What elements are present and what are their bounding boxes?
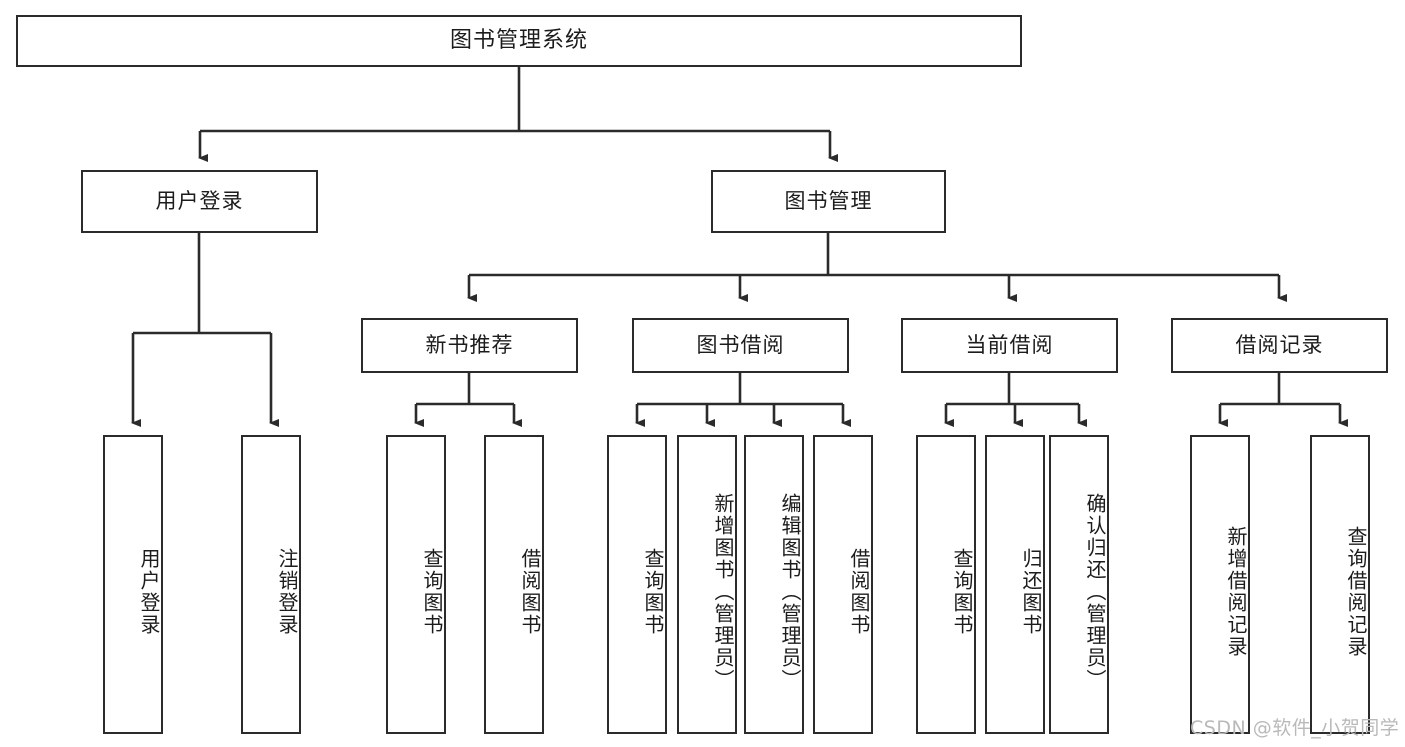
- node-confirm-return-admin-label: 确认归还（管理员）: [1083, 492, 1107, 691]
- node-edit-book-admin-label: 编辑图书（管理员）: [778, 492, 802, 691]
- node-book-borrow-label: 图书借阅: [696, 332, 785, 357]
- node-borrow-record-label: 借阅记录: [1235, 332, 1324, 357]
- node-user-logout[interactable]: 注销登录: [241, 435, 301, 734]
- node-current-borrow-label: 当前借阅: [965, 332, 1054, 357]
- node-query-borrow-record[interactable]: 查询借阅记录: [1310, 435, 1370, 734]
- node-borrow-book-1[interactable]: 借阅图书: [484, 435, 544, 734]
- node-current-borrow[interactable]: 当前借阅: [901, 318, 1118, 373]
- node-return-book-label: 归还图书: [1019, 547, 1043, 636]
- node-book-manage[interactable]: 图书管理: [711, 170, 946, 233]
- node-book-manage-label: 图书管理: [784, 188, 873, 213]
- node-user-logout-label: 注销登录: [275, 547, 299, 636]
- node-user-login-do-label: 用户登录: [137, 547, 161, 636]
- node-root-label: 图书管理系统: [449, 27, 588, 53]
- node-query-book-2[interactable]: 查询图书: [607, 435, 667, 734]
- node-query-borrow-record-label: 查询借阅记录: [1344, 525, 1368, 658]
- node-user-login-label: 用户登录: [155, 188, 244, 213]
- node-add-borrow-record[interactable]: 新增借阅记录: [1190, 435, 1250, 734]
- node-add-book-admin[interactable]: 新增图书（管理员）: [677, 435, 737, 734]
- node-return-book[interactable]: 归还图书: [985, 435, 1045, 734]
- node-new-book-recommend[interactable]: 新书推荐: [361, 318, 578, 373]
- node-root[interactable]: 图书管理系统: [16, 15, 1022, 67]
- node-borrow-book-1-label: 借阅图书: [518, 547, 542, 636]
- node-query-book-3[interactable]: 查询图书: [916, 435, 976, 734]
- node-query-book-3-label: 查询图书: [950, 547, 974, 636]
- node-user-login[interactable]: 用户登录: [81, 170, 318, 233]
- node-borrow-book-2-label: 借阅图书: [847, 547, 871, 636]
- node-add-book-admin-label: 新增图书（管理员）: [711, 492, 735, 691]
- node-query-book-1[interactable]: 查询图书: [386, 435, 446, 734]
- node-edit-book-admin[interactable]: 编辑图书（管理员）: [744, 435, 804, 734]
- node-borrow-book-2[interactable]: 借阅图书: [813, 435, 873, 734]
- node-borrow-record[interactable]: 借阅记录: [1171, 318, 1388, 373]
- node-query-book-2-label: 查询图书: [641, 547, 665, 636]
- node-add-borrow-record-label: 新增借阅记录: [1224, 525, 1248, 658]
- node-user-login-do[interactable]: 用户登录: [103, 435, 163, 734]
- node-new-book-recommend-label: 新书推荐: [425, 332, 514, 357]
- node-confirm-return-admin[interactable]: 确认归还（管理员）: [1049, 435, 1109, 734]
- node-book-borrow[interactable]: 图书借阅: [632, 318, 849, 373]
- csdn-watermark: CSDN @软件_小贺同学: [1190, 717, 1400, 739]
- node-query-book-1-label: 查询图书: [420, 547, 444, 636]
